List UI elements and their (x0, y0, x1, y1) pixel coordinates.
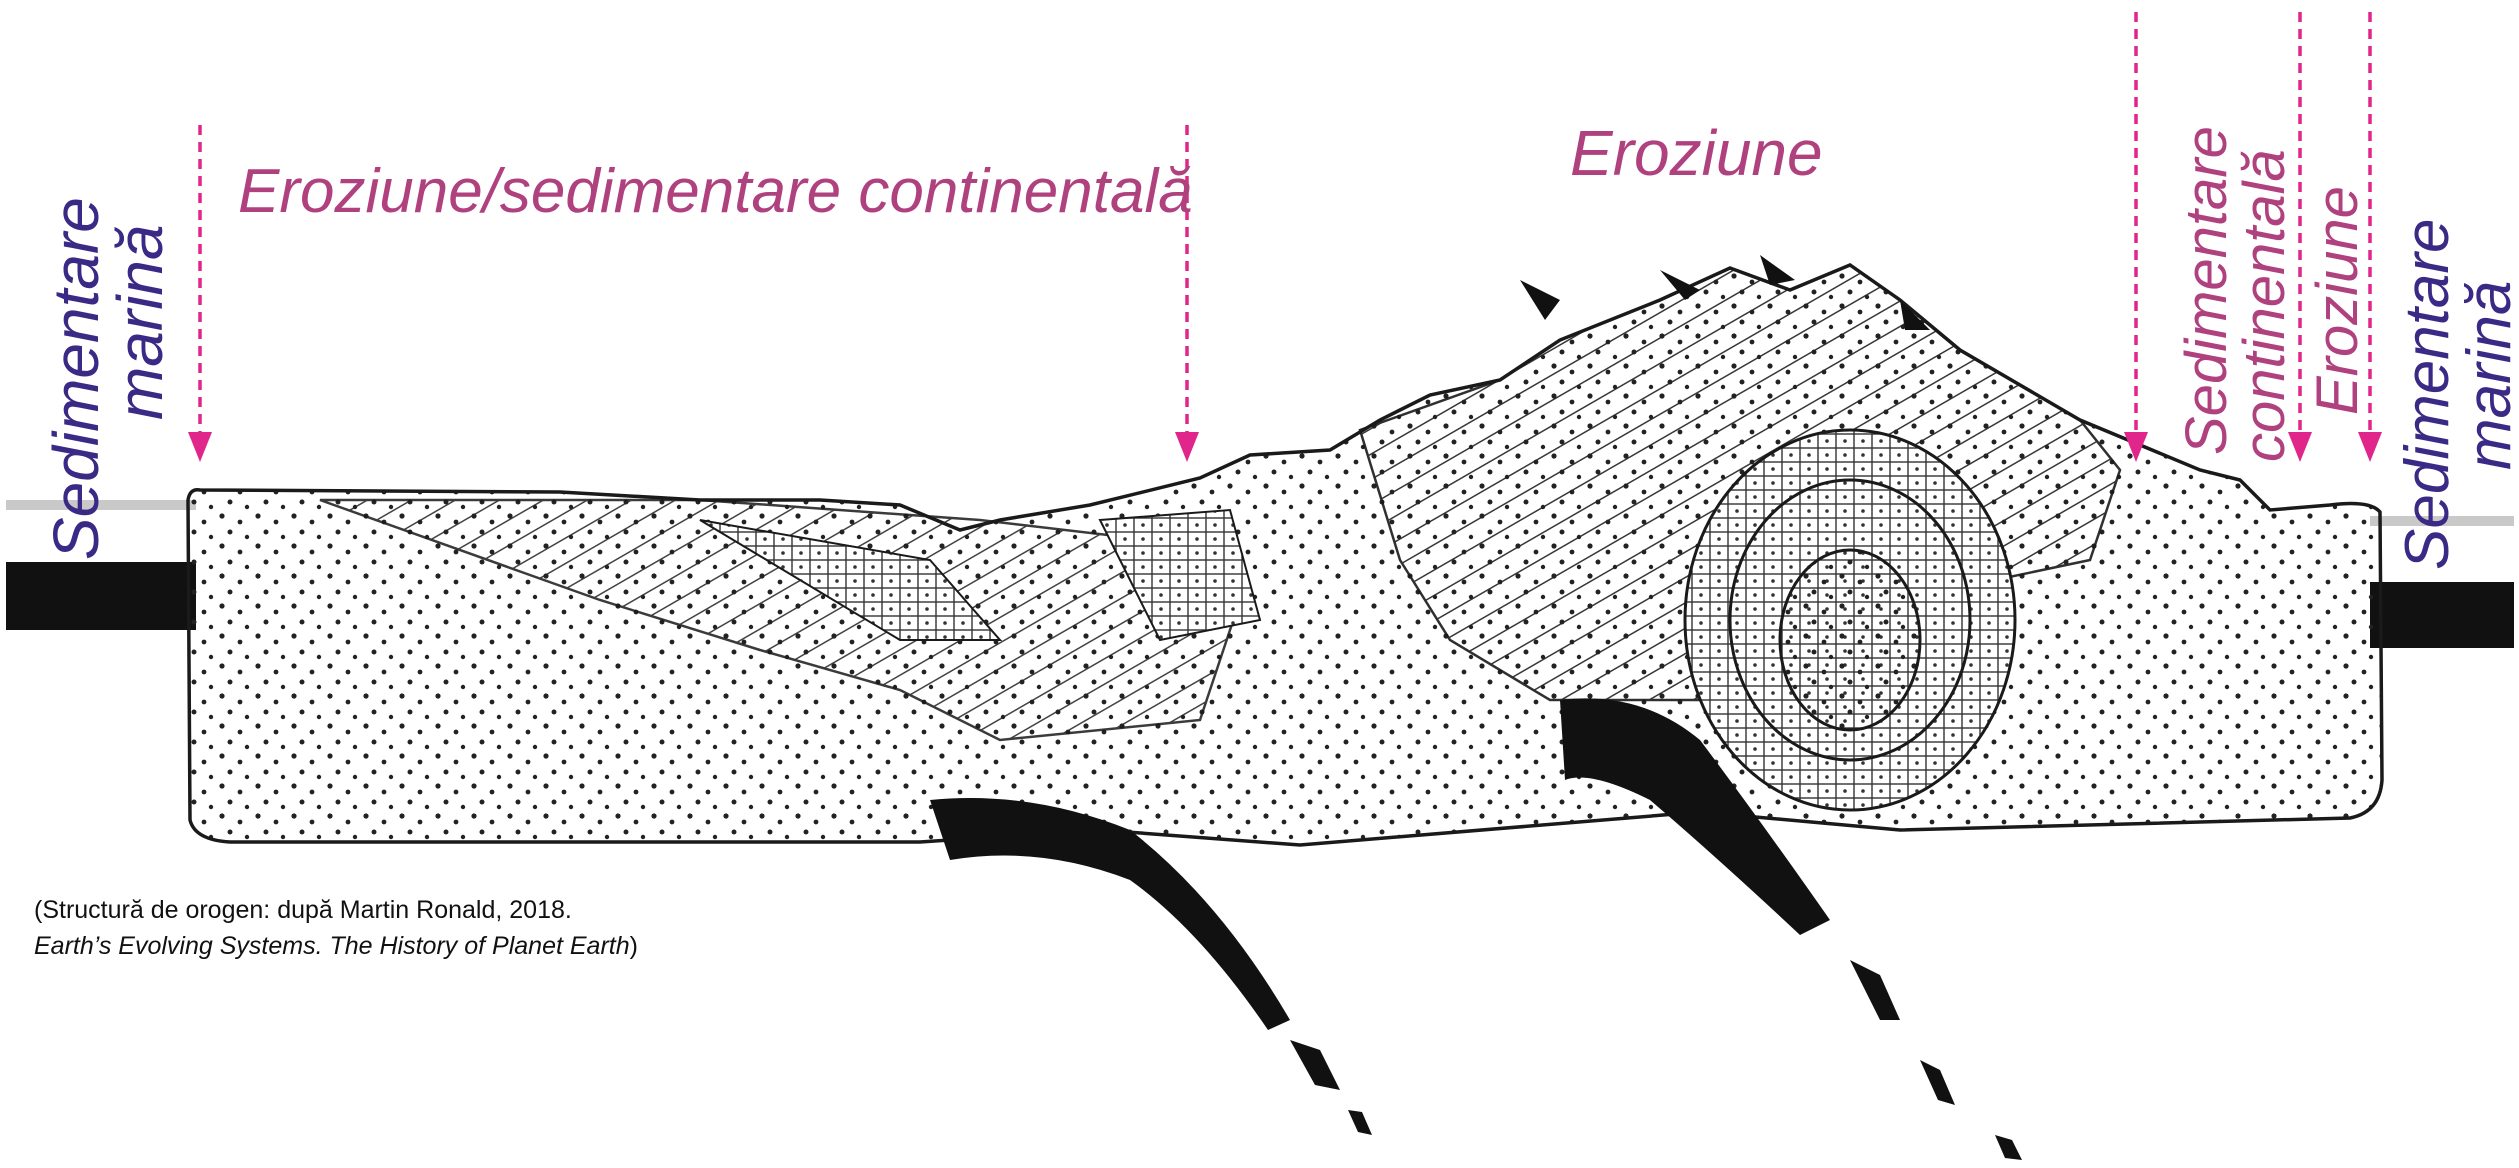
label-erosion-top: Eroziune (1570, 117, 1823, 189)
slab-fragment-left-1 (1290, 1040, 1340, 1090)
figure-caption: (Structură de orogen: după Martin Ronald… (34, 892, 638, 964)
label-continental-right-line2: continentală (2232, 149, 2297, 462)
label-continental-erosion-top: Eroziune/sedimentare continentală (238, 157, 1193, 226)
caption-close-paren: ) (630, 932, 638, 960)
label-erosion-right: Eroziune (2305, 186, 2370, 415)
label-marine-left-line2: marină (104, 224, 176, 420)
arrow-marine-left (188, 125, 212, 462)
caption-source-title: Earth’s Evolving Systems. The History of… (34, 932, 630, 960)
slab-fragment-right-1 (1850, 960, 1900, 1020)
label-marine-right-line2: marină (2455, 280, 2519, 470)
slab-fragment-left-2 (1348, 1110, 1372, 1135)
label-marine-right-line1: Sedimentare (2393, 218, 2462, 570)
slab-fragment-right-2 (1920, 1060, 1955, 1105)
caption-line1: (Structură de orogen: după Martin Ronald… (34, 892, 638, 928)
caption-line2: Earth’s Evolving Systems. The History of… (34, 928, 638, 964)
slab-fragment-right-3 (1995, 1135, 2022, 1160)
arrow-continental-right (2124, 12, 2148, 462)
label-continental-right-line1: Sedimentare (2174, 126, 2239, 455)
label-marine-left-line1: Sedimentare (40, 197, 112, 560)
